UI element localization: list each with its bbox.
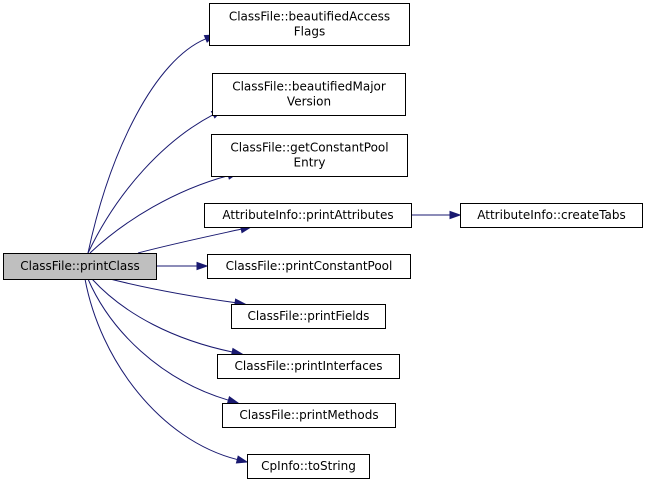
node-label: CpInfo::toString	[261, 459, 356, 473]
node-box	[211, 134, 408, 177]
edge-print_class-to-beautified_access_flags	[87, 34, 217, 254]
nodes-layer: ClassFile::printClass ClassFile::beautifi…	[3, 3, 643, 479]
node-label: Entry	[294, 156, 326, 170]
node-box	[207, 254, 411, 279]
node-label: ClassFile::printConstantPool	[226, 259, 393, 273]
node-label: ClassFile::beautifiedMajor	[232, 80, 386, 94]
edge-line	[91, 278, 233, 353]
node-box	[222, 403, 396, 428]
node-label: ClassFile::printInterfaces	[235, 359, 383, 373]
node-print-methods[interactable]: ClassFile::printMethods	[222, 403, 396, 428]
node-label: Version	[287, 95, 331, 109]
edge-print_class-to-to_string	[84, 278, 249, 464]
edge-print_class-to-beautified_major_version	[87, 109, 224, 254]
node-print-fields[interactable]: ClassFile::printFields	[231, 304, 386, 329]
node-box	[212, 73, 406, 116]
edge-line	[87, 38, 206, 254]
node-box	[204, 203, 412, 228]
node-label: AttributeInfo::printAttributes	[222, 208, 393, 222]
edge-line	[84, 278, 238, 461]
edge-line	[89, 175, 229, 254]
node-label: ClassFile::getConstantPool	[230, 141, 388, 155]
arrowhead-icon	[235, 455, 249, 464]
node-box	[3, 253, 157, 280]
edge-line	[137, 228, 242, 254]
edge-print_class-to-print_interfaces	[91, 278, 244, 356]
node-print-attributes[interactable]: AttributeInfo::printAttributes	[204, 203, 412, 228]
edge-line	[109, 278, 236, 304]
edge-print_class-to-print_attributes	[137, 225, 253, 254]
node-print-interfaces[interactable]: ClassFile::printInterfaces	[217, 354, 400, 379]
node-box	[209, 3, 410, 46]
node-label: ClassFile::beautifiedAccess	[229, 10, 390, 24]
arrowhead-icon	[196, 261, 209, 271]
edge-print_class-to-print_fields	[109, 278, 247, 307]
node-box	[460, 203, 643, 228]
node-to-string[interactable]: CpInfo::toString	[247, 454, 370, 479]
edge-line	[87, 114, 214, 254]
node-create-tabs[interactable]: AttributeInfo::createTabs	[460, 203, 643, 228]
arrowhead-icon	[449, 210, 462, 220]
node-label: ClassFile::printFields	[248, 309, 370, 323]
edge-print_class-to-print_methods	[87, 278, 240, 405]
node-print-class[interactable]: ClassFile::printClass	[3, 253, 157, 280]
node-box	[247, 454, 370, 479]
edge-print_class-to-print_constant_pool	[157, 261, 209, 271]
node-box	[217, 354, 400, 379]
node-label: ClassFile::printClass	[20, 259, 140, 273]
node-box	[231, 304, 386, 329]
node-label: ClassFile::printMethods	[239, 408, 378, 422]
node-print-constant-pool[interactable]: ClassFile::printConstantPool	[207, 254, 411, 279]
node-label: Flags	[294, 25, 325, 39]
edge-line	[87, 278, 229, 401]
edge-print_attributes-to-create_tabs	[411, 210, 462, 220]
node-label: AttributeInfo::createTabs	[477, 208, 625, 222]
arrowhead-icon	[226, 395, 240, 405]
